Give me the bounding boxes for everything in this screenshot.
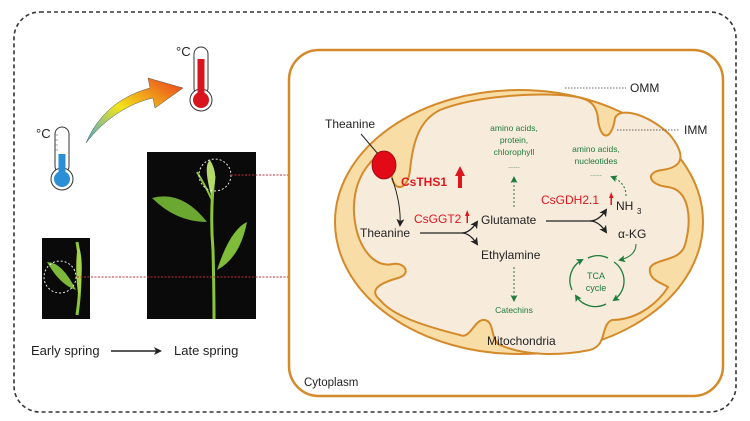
glutamate-product-line: chlorophyll xyxy=(494,147,535,157)
csggt2-gene-label: CsGGT2 xyxy=(414,212,462,226)
nh3-main: NH xyxy=(616,199,633,213)
akg-to-tca-arrow xyxy=(618,243,637,263)
alpha-kg-label: α-KG xyxy=(618,227,646,241)
hot-thermometer-unit: °C xyxy=(176,44,191,59)
ethylamine-label: Ethylamine xyxy=(481,248,541,262)
early-bud-circle xyxy=(43,260,77,294)
cytoplasm-label: Cytoplasm xyxy=(304,377,358,389)
csggt2-up-arrow-icon xyxy=(465,210,470,223)
tca-cycle-icon xyxy=(569,255,625,308)
glutamate-to-akg-branch xyxy=(589,220,608,234)
glutamate-product-line: amino acids, xyxy=(490,123,538,133)
omm-label: OMM xyxy=(630,81,659,95)
early-spring-label: Early spring xyxy=(31,343,100,358)
theanine-mitochondria-label: Theanine xyxy=(360,226,410,240)
catechins-label: Catechins xyxy=(495,305,533,315)
glutamate-product-line: protein, xyxy=(500,135,528,145)
csths1-gene-label: CsTHS1 xyxy=(401,175,447,189)
mitochondria-label: Mitochondria xyxy=(487,334,556,348)
glutamate-products: amino acids, protein, chlorophyll ...... xyxy=(490,123,538,170)
nh3-to-products-arrow xyxy=(610,175,627,197)
theanine-to-transporter-line xyxy=(360,133,379,155)
csgdh21-gene-label: CsGDH2.1 xyxy=(541,193,599,207)
late-spring-photo xyxy=(147,152,256,320)
late-spring-label: Late spring xyxy=(174,343,238,358)
glutamate-label: Glutamate xyxy=(481,213,537,227)
outer-dashed-frame xyxy=(13,11,737,413)
tca-label-line1: TCA xyxy=(587,271,605,281)
nh3-product-line: nucleotides xyxy=(574,156,617,166)
cold-thermometer-unit: °C xyxy=(36,126,51,141)
nh3-label: NH xyxy=(616,199,633,213)
nh3-product-ellipsis: ...... xyxy=(590,171,602,178)
cold-thermometer-icon xyxy=(50,126,74,191)
imm-label: IMM xyxy=(684,123,707,137)
csgdh21-up-arrow-icon xyxy=(609,192,614,205)
glutamate-product-ellipsis: ...... xyxy=(508,163,520,170)
theanine-cytoplasm-label: Theanine xyxy=(325,117,375,131)
transporter-protein-icon xyxy=(371,150,397,180)
tca-label-line2: cycle xyxy=(586,283,607,293)
nh3-subscript: 3 xyxy=(637,207,642,216)
theanine-to-ethylamine-branch xyxy=(461,232,479,246)
early-spring-photo xyxy=(42,238,90,319)
csths1-up-arrow-icon xyxy=(455,166,465,188)
transporter-to-theanine-arrow xyxy=(391,177,405,227)
hot-thermometer-icon xyxy=(189,46,213,112)
inner-mitochondrial-membrane xyxy=(352,93,690,355)
nh3-products: amino acids, nucleotides ...... xyxy=(572,144,620,178)
nh3-product-line: amino acids, xyxy=(572,144,620,154)
warming-arrow-icon xyxy=(85,77,184,144)
